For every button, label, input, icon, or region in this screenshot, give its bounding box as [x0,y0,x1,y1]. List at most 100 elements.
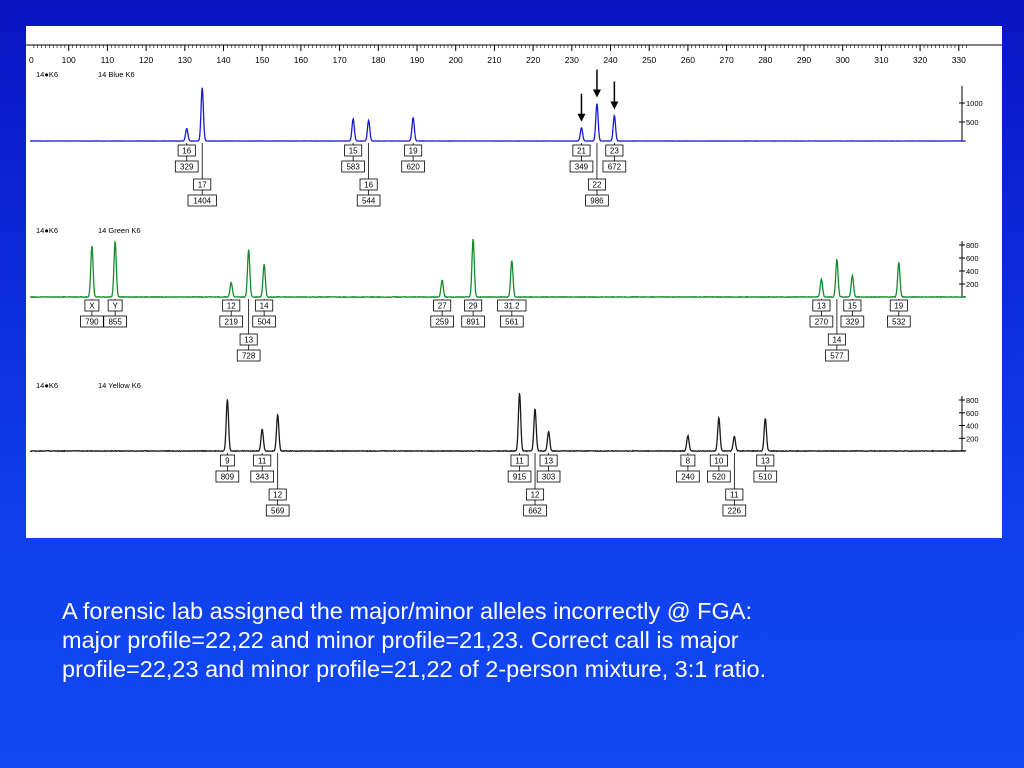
peak-height-label: 240 [681,473,695,482]
panel-sample-label: 14●K6 [36,381,58,390]
size-box [887,315,911,328]
size-box [103,315,127,328]
size-box [236,349,261,362]
allele-label: 19 [894,302,903,311]
y-axis-tick-label: 600 [966,409,979,418]
peak-height-label: 504 [257,318,271,327]
size-box [840,315,865,328]
marker-arrow [592,69,601,98]
allele-callout: 29 891 [461,299,485,328]
allele-callout: 14 504 [252,299,276,328]
size-axis-tick-label: 240 [603,55,617,65]
panel-sample-label: 14●K6 [36,70,58,79]
size-axis-tick-label: 330 [952,55,966,65]
peak-height-label: 569 [271,507,285,516]
peak-height-label: 303 [542,473,556,482]
size-axis-tick-label: 180 [371,55,385,65]
allele-label: 14 [832,336,841,345]
allele-label: 22 [593,181,602,190]
allele-label: 21 [577,147,586,156]
peak-height-label: 672 [608,163,622,172]
allele-label: 14 [260,302,269,311]
arrow-head [610,101,619,110]
panel-sample-label: 14●K6 [36,226,58,235]
peak-height-label: 620 [406,163,420,172]
allele-label: 13 [817,302,826,311]
caption-line-3: profile=22,23 and minor profile=21,22 of… [62,656,767,682]
size-axis-tick-label: 200 [449,55,463,65]
size-axis-tick-label: 230 [565,55,579,65]
size-box [536,470,561,483]
size-box [265,504,290,517]
size-axis-tick-label: 130 [178,55,192,65]
size-axis-tick-label: 100 [62,55,76,65]
size-box [569,160,594,173]
trace-line [29,392,967,453]
allele-callout: 23 672 [602,143,627,173]
allele-callout: 19 620 [401,143,425,173]
peak-height-label: 259 [435,318,449,327]
size-axis-tick-label: 280 [758,55,772,65]
size-axis-tick-label: 250 [642,55,656,65]
panel-dye-label: 14 Blue K6 [98,70,135,79]
peak-height-label: 544 [362,197,376,206]
peak-height-label: 891 [466,318,480,327]
y-axis-tick-label: 1000 [966,99,983,108]
caption-line-2: major profile=22,22 and minor profile=21… [62,627,739,653]
allele-label: 9 [225,457,230,466]
peak-height-label: 809 [221,473,235,482]
y-axis-tick-label: 600 [966,254,979,263]
peak-height-label: 329 [846,318,860,327]
size-axis-tick-label: 140 [216,55,230,65]
size-box [523,504,547,517]
size-axis-tick-label: 0 [29,55,34,65]
peak-height-label: 790 [85,318,99,327]
marker-arrow [577,93,586,122]
allele-label: 19 [409,147,418,156]
allele-label: 29 [469,302,478,311]
peak-height-label: 520 [712,473,726,482]
size-box [356,194,381,207]
size-box [187,194,217,207]
allele-label: Y [112,302,118,311]
size-box [722,504,747,517]
size-axis-tick-label: 320 [913,55,927,65]
trace-line [29,238,967,299]
allele-label: 15 [848,302,857,311]
peak-height-label: 577 [830,352,844,361]
size-box [401,160,425,173]
allele-label: 15 [349,147,358,156]
size-box [219,315,244,328]
size-box [507,470,532,483]
size-axis-tick-label: 300 [836,55,850,65]
allele-label: 31.2 [504,302,520,311]
size-axis-tick-label: 170 [333,55,347,65]
size-box [430,315,454,328]
size-box [250,470,275,483]
size-box [461,315,485,328]
allele-label: 23 [610,147,619,156]
peak-height-label: 343 [256,473,270,482]
allele-label: 17 [198,181,207,190]
